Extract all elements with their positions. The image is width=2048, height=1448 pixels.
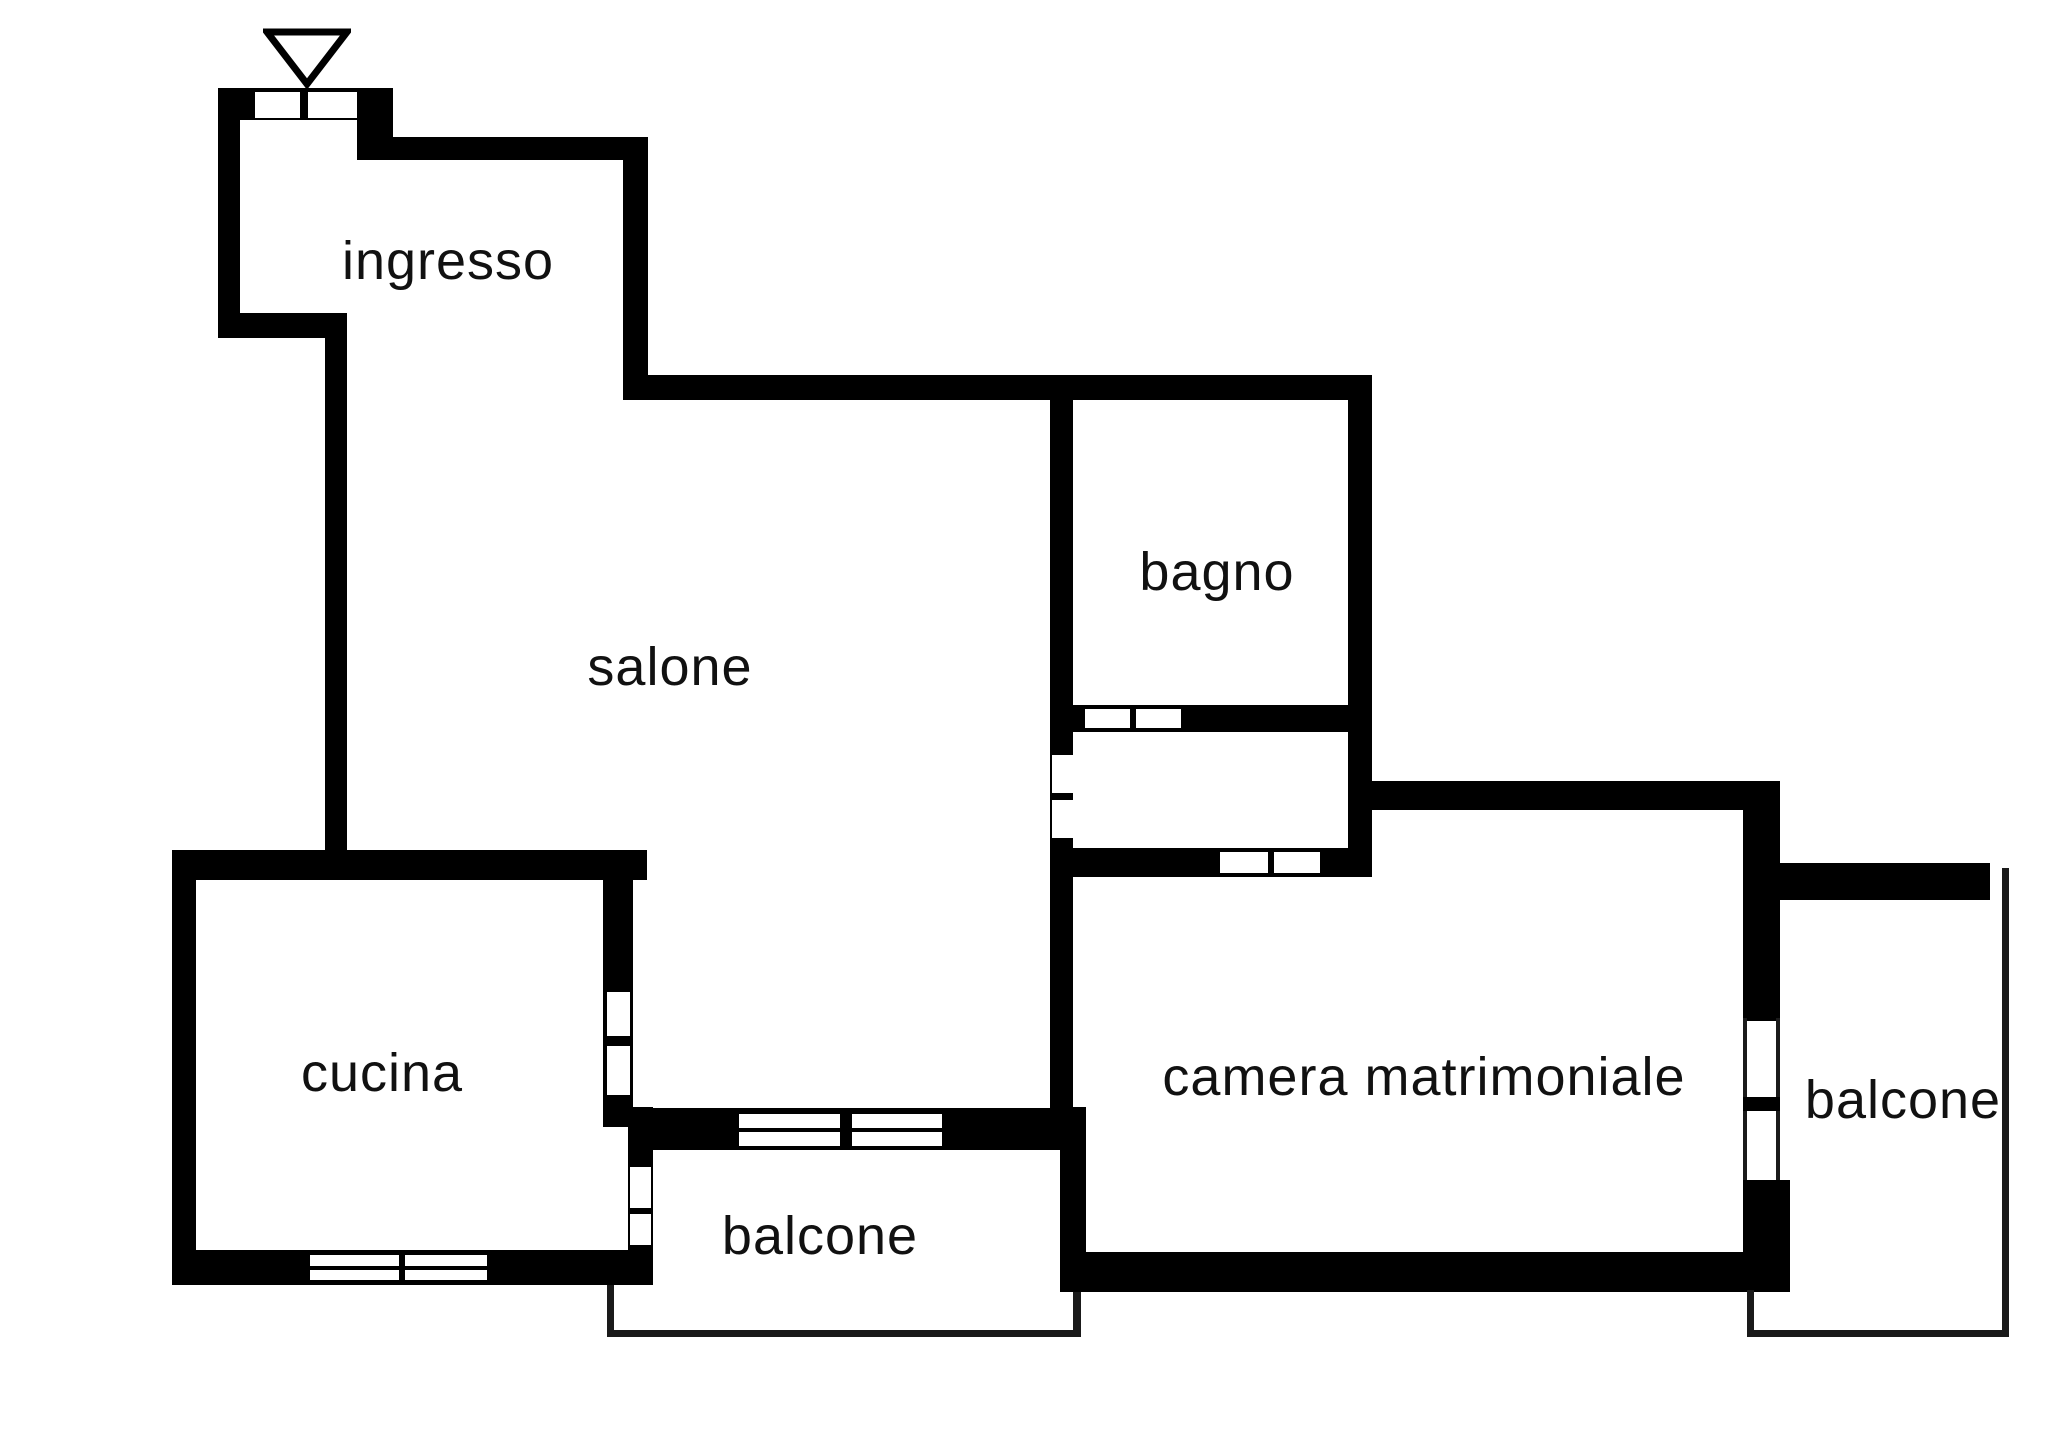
door-opening (1136, 709, 1181, 728)
window-opening (630, 1167, 651, 1208)
room-label-camera-matrimoniale: camera matrimoniale (1162, 1047, 1686, 1107)
room-label-cucina: cucina (300, 1043, 464, 1103)
wall-segment (1743, 1180, 1790, 1292)
wall-segment (623, 375, 1372, 400)
entrance-door-opening (255, 92, 300, 118)
wall-segment (172, 850, 647, 880)
wall-segment (1050, 375, 1073, 1112)
door-opening (607, 992, 630, 1036)
door-opening (1220, 852, 1268, 873)
door-opening (1085, 709, 1130, 728)
room-label-bagno: bagno (1139, 542, 1295, 602)
window-mullion (852, 1128, 942, 1132)
room-label-salone: salone (587, 637, 753, 697)
room-label-balcone-centro: balcone (721, 1206, 919, 1266)
balcony-edge-line (1747, 1290, 1754, 1335)
balcony-edge-line (607, 1285, 614, 1335)
window-mullion (405, 1266, 487, 1270)
room-label-ingresso: ingresso (341, 231, 555, 291)
window-mullion (1743, 1097, 1780, 1111)
room-label-balcone-destro: balcone (1804, 1070, 2002, 1130)
wall-segment (1757, 863, 1990, 900)
wall-segment (1368, 781, 1748, 810)
wall-segment (1060, 1252, 1790, 1292)
door-opening (607, 1046, 630, 1095)
door-opening (1052, 800, 1073, 838)
wall-segment (218, 88, 240, 322)
balcony-edge-line (1747, 1330, 2009, 1337)
entrance-door-opening (308, 92, 357, 118)
door-opening (1052, 755, 1073, 793)
balcony-edge-line (1073, 1292, 1081, 1335)
window-opening (630, 1214, 651, 1245)
door-opening (1274, 852, 1320, 873)
wall-segment (1050, 848, 1368, 877)
entrance-marker-icon (263, 28, 351, 88)
wall-segment (623, 143, 648, 393)
wall-segment (357, 137, 648, 160)
window-mullion (310, 1266, 399, 1270)
window-mullion (739, 1128, 840, 1132)
wall-segment (1743, 781, 1780, 1021)
wall-segment (640, 1108, 1062, 1150)
balcony-edge-line (607, 1330, 1081, 1337)
balcony-edge-line (2002, 868, 2009, 1337)
wall-segment (172, 850, 196, 1285)
wall-segment (325, 313, 347, 880)
